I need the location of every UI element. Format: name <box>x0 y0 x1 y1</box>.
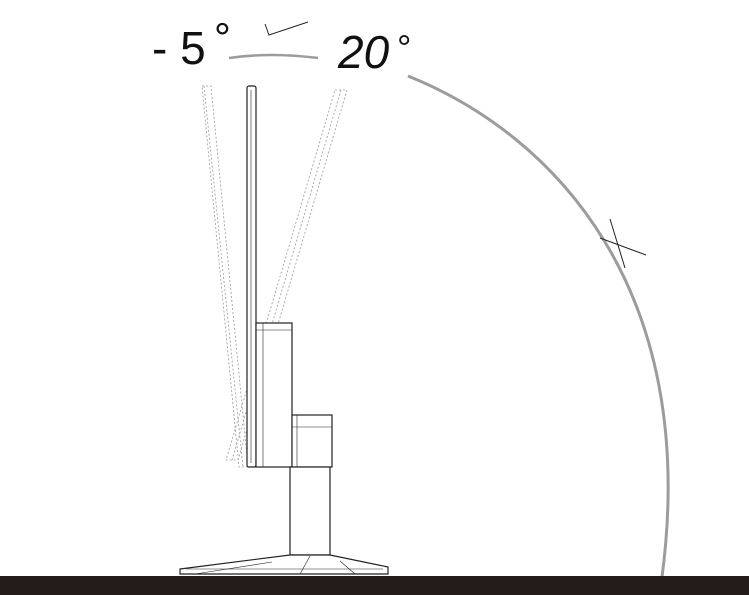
stand-column <box>289 466 331 556</box>
arc-cross-mark-a <box>599 237 647 256</box>
forward-tilt-unit: ° <box>397 27 411 68</box>
stand-base <box>179 554 389 575</box>
back-tilt-arc <box>228 53 319 60</box>
arc-cross-mark-b <box>609 218 626 269</box>
monitor-side-view <box>179 85 389 575</box>
floor-surface <box>0 576 749 595</box>
forward-tilt-value: 20 <box>337 26 390 78</box>
monitor-panel <box>246 85 257 468</box>
stand-neck <box>291 414 333 468</box>
rear-housing <box>255 322 293 468</box>
back-tilt-value: - 5 <box>152 22 206 74</box>
angle-tick-mark <box>264 21 309 36</box>
forward-tilt-arc <box>407 74 670 578</box>
back-tilt-unit: ° <box>214 14 231 61</box>
ghost-panel-back-tilt <box>201 85 249 468</box>
